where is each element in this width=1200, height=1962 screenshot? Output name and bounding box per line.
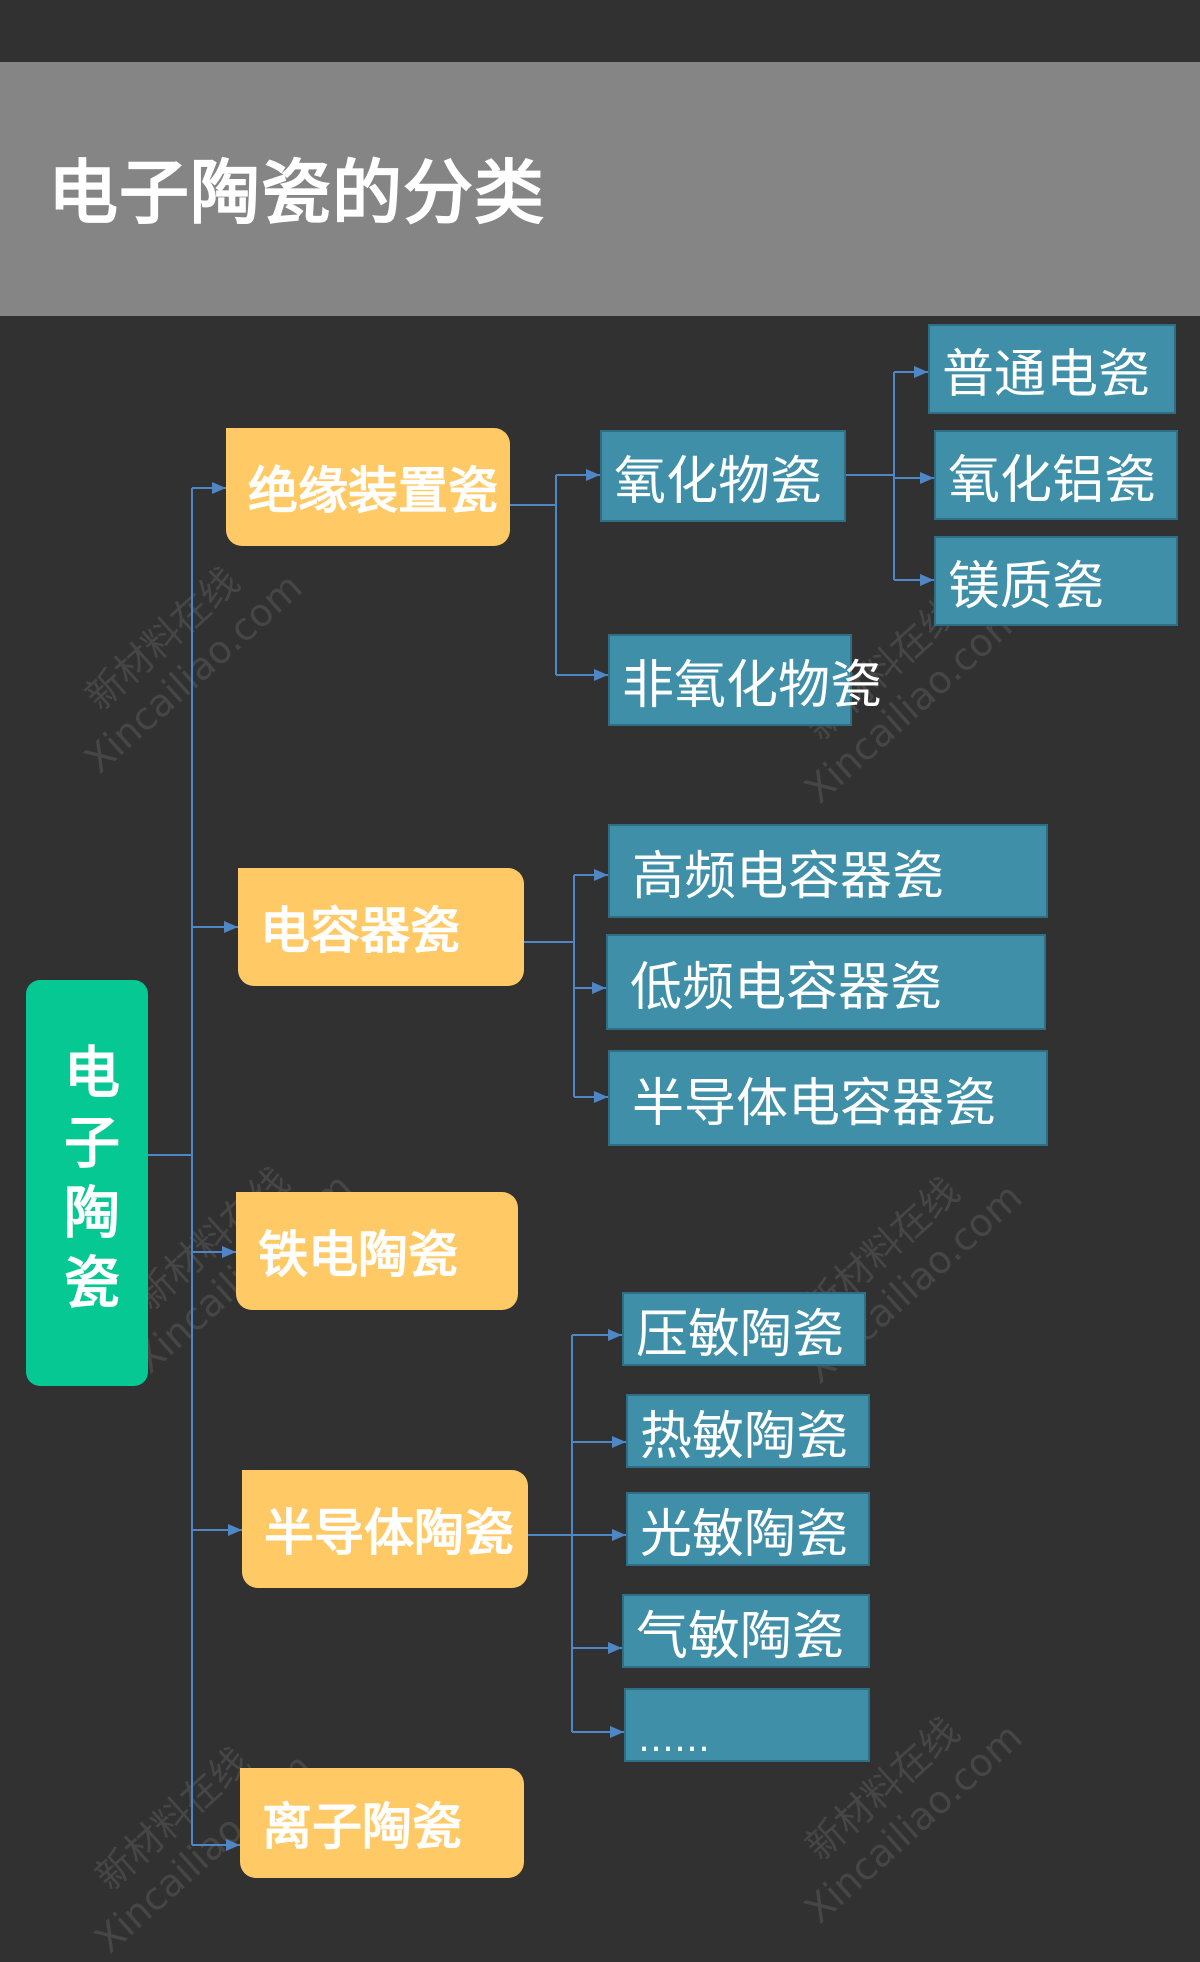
category-ferroelectric: 铁电陶瓷 [236, 1192, 518, 1310]
node-thermistor-ceramic: 热敏陶瓷 [626, 1394, 870, 1468]
connector-insulation-trunk [510, 475, 557, 675]
node-label: 普通电瓷 [942, 344, 1151, 405]
category-insulation: 绝缘装置瓷 [226, 428, 510, 546]
connector-capacitor-trunk [524, 875, 575, 1097]
connector-oxide-trunk [846, 372, 895, 580]
category-ionic: 离子陶瓷 [240, 1768, 524, 1878]
title-band [0, 62, 1200, 316]
node-label: 高频电容器瓷 [632, 846, 945, 907]
node-label: 半导体电容器瓷 [632, 1073, 997, 1134]
category-label: 绝缘装置瓷 [248, 462, 498, 520]
node-alumina-porcelain: 氧化铝瓷 [934, 430, 1178, 520]
node-more-ceramics: …… [624, 1688, 870, 1762]
node-high-freq-capacitor: 高频电容器瓷 [608, 824, 1048, 918]
node-label: 氧化物瓷 [614, 451, 823, 512]
root-node: 电子陶瓷 [26, 980, 148, 1386]
category-label: 离子陶瓷 [262, 1798, 462, 1856]
node-gas-sensitive-ceramic: 气敏陶瓷 [622, 1594, 870, 1668]
category-label: 半导体陶瓷 [264, 1504, 514, 1562]
connector-root-trunk [148, 488, 193, 1845]
connector-semiconductor-trunk [528, 1335, 573, 1732]
node-label: 光敏陶瓷 [640, 1504, 849, 1565]
node-label: 压敏陶瓷 [636, 1304, 845, 1365]
node-label: 气敏陶瓷 [636, 1606, 845, 1667]
node-label: 氧化铝瓷 [948, 450, 1157, 511]
node-low-freq-capacitor: 低频电容器瓷 [606, 934, 1046, 1030]
node-semiconductor-capacitor: 半导体电容器瓷 [608, 1050, 1048, 1146]
page-title: 电子陶瓷的分类 [48, 152, 545, 234]
category-capacitor: 电容器瓷 [238, 868, 524, 986]
node-common-porcelain: 普通电瓷 [928, 324, 1176, 414]
node-label: …… [638, 1719, 710, 1760]
category-semiconductor: 半导体陶瓷 [242, 1470, 528, 1588]
node-label: 热敏陶瓷 [640, 1406, 849, 1467]
top-strip [0, 0, 1200, 62]
node-oxide-porcelain: 氧化物瓷 [600, 430, 846, 522]
category-label: 电容器瓷 [260, 902, 460, 960]
node-varistor-ceramic: 压敏陶瓷 [622, 1292, 866, 1366]
root-label: 电子陶瓷 [54, 1043, 120, 1323]
node-non-oxide-porcelain: 非氧化物瓷 [608, 634, 882, 726]
node-label: 镁质瓷 [948, 556, 1105, 617]
connector-lines [148, 366, 934, 1851]
node-photosensitive-ceramic: 光敏陶瓷 [626, 1492, 870, 1566]
category-label: 铁电陶瓷 [258, 1226, 458, 1284]
node-label: 非氧化物瓷 [622, 655, 883, 716]
node-label: 低频电容器瓷 [630, 957, 943, 1018]
node-magnesia-porcelain: 镁质瓷 [934, 536, 1178, 626]
